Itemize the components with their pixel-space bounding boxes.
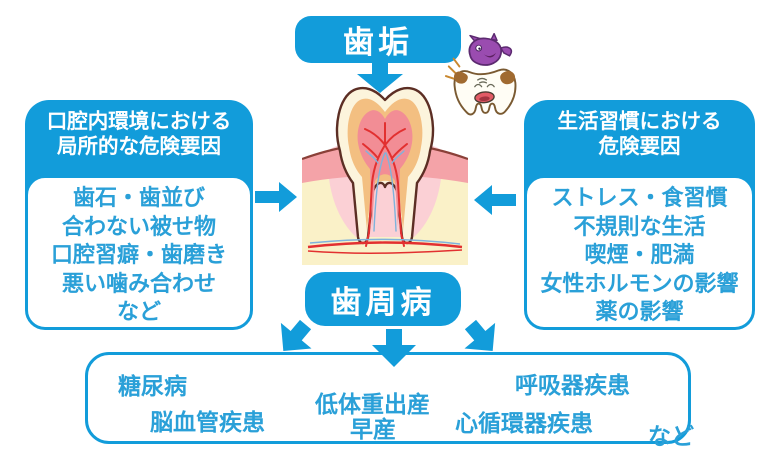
arrow-right-icon [255,182,297,212]
germ-mouth [483,52,497,58]
disease-item: 心循環器疾患 [455,411,593,437]
list-item: など [116,300,161,325]
tooth-cross-section-illustration [302,86,468,265]
etc-label: など [648,424,694,450]
periodontal-disease-label: 歯周病 [330,284,436,321]
decay-spot-left [454,71,468,84]
germ-tail [499,46,513,57]
list-item: 歯石・歯並び [72,186,205,211]
local-risk-factors-header: 口腔内環境における 局所的な危険要因 [25,109,253,159]
bone-red-vessel [307,241,463,249]
bone-blue-vessel [309,238,461,245]
arrow-down-right-icon [464,319,496,352]
header-line1: 生活習慣における [557,109,722,133]
disease-item: 糖尿病 [118,374,187,400]
local-risk-factors-list: 歯石・歯並び 合わない被せ物 口腔習癖・歯磨き 悪い噛み合わせ など [25,175,253,330]
scrunched-eyes [474,77,495,88]
list-item: 薬の影響 [595,300,684,325]
decay-spot-right [500,70,516,85]
list-item: ストレス・食習慣 [551,186,728,211]
list-item: 女性ホルモンの影響 [540,271,739,297]
arrow-down-icon [372,329,416,367]
header-line2: 危険要因 [598,134,681,158]
disease-item: 低体重出産 [315,392,430,418]
systemic-diseases-panel: 糖尿病 脳血管疾患 低体重出産 早産 呼吸器疾患 心循環器疾患 など [85,352,694,450]
bone-red-vessel-2 [307,249,463,254]
header-line2: 局所的な危険要因 [57,134,221,158]
plaque-label-box: 歯垢 [295,16,461,63]
crying-mouth-inner [479,96,490,102]
arrow-down-left-icon [280,319,312,352]
stress-marks [444,57,461,80]
plaque-label: 歯垢 [343,25,413,61]
blue-blood-vessels [365,150,405,232]
list-item: 悪い噛み合わせ [61,271,216,297]
list-item: 口腔習癖・歯磨き [50,243,227,268]
plaque-germ-on-sad-tooth-icon [444,33,517,116]
periodontal-disease-label-box: 歯周病 [305,272,461,326]
list-item: 合わない被せ物 [61,214,216,240]
list-item: 喫煙・肥満 [584,243,695,268]
disease-item: 早産 [350,417,396,443]
germ-pupil [478,47,481,50]
list-item: 不規則な生活 [573,214,706,240]
local-risk-factors-panel: 口腔内環境における 局所的な危険要因 歯石・歯並び 合わない被せ物 口腔習癖・歯… [25,100,253,330]
disease-item: 脳血管疾患 [150,410,265,436]
disease-item: 呼吸器疾患 [515,373,630,399]
lifestyle-risk-factors-panel: 生活習慣における 危険要因 ストレス・食習慣 不規則な生活 喫煙・肥満 女性ホル… [524,100,755,330]
germ-body [468,37,503,66]
lifestyle-risk-factors-header: 生活習慣における 危険要因 [524,109,755,159]
arrow-down-icon [357,61,403,93]
lifestyle-risk-factors-list: ストレス・食習慣 不規則な生活 喫煙・肥満 女性ホルモンの影響 薬の影響 [524,175,755,330]
header-line1: 口腔内環境における [46,109,232,133]
arrow-left-icon [474,185,516,215]
